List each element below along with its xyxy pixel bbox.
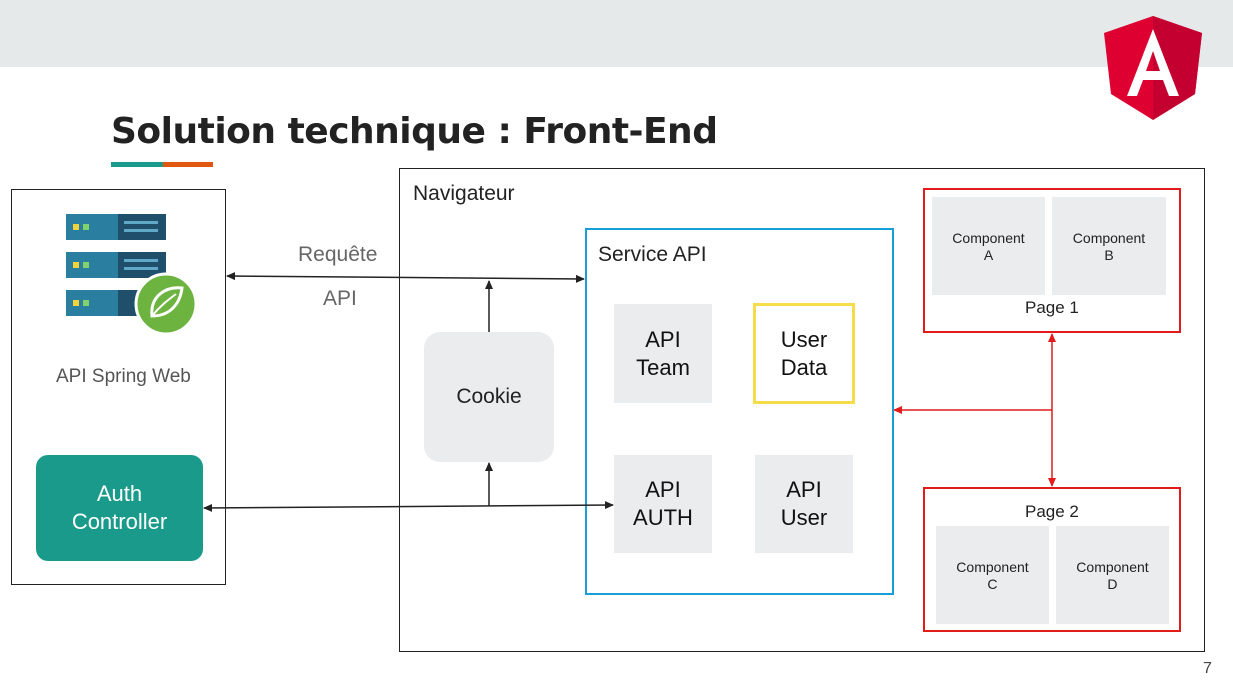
server-rack-with-spring-leaf-icon bbox=[66, 214, 198, 334]
browser-box bbox=[399, 168, 1205, 652]
component-b-tile: Component B bbox=[1052, 197, 1166, 295]
auth-controller-box: Auth Controller bbox=[36, 455, 203, 561]
page-1-label: Page 1 bbox=[1025, 298, 1079, 317]
server-box bbox=[11, 189, 226, 585]
page-number: 7 bbox=[1203, 660, 1212, 677]
page-2-label: Page 2 bbox=[1025, 502, 1079, 521]
page-2-box bbox=[923, 487, 1181, 632]
request-arrow bbox=[226, 272, 585, 283]
auth-arrow bbox=[203, 501, 614, 512]
component-d-tile: Component D bbox=[1056, 526, 1169, 624]
request-api-label: API bbox=[323, 287, 357, 310]
api-user-tile: API User bbox=[755, 455, 853, 553]
slide-title: Solution technique : Front-End bbox=[111, 111, 718, 152]
component-c-tile: Component C bbox=[936, 526, 1049, 624]
api-team-tile: API Team bbox=[614, 304, 712, 403]
user-data-tile: User Data bbox=[753, 303, 855, 404]
top-banner bbox=[0, 0, 1233, 67]
server-label: API Spring Web bbox=[56, 366, 191, 387]
title-underline-orange bbox=[163, 162, 213, 167]
service-api-label: Service API bbox=[598, 243, 707, 266]
browser-label: Navigateur bbox=[413, 182, 515, 205]
cookie-box: Cookie bbox=[424, 332, 554, 462]
title-underline-teal bbox=[111, 162, 163, 167]
request-label: Requête bbox=[298, 243, 378, 266]
angular-logo-icon bbox=[1104, 16, 1202, 120]
api-auth-tile: API AUTH bbox=[614, 455, 712, 553]
page-1-box bbox=[923, 188, 1181, 333]
component-a-tile: Component A bbox=[932, 197, 1045, 295]
